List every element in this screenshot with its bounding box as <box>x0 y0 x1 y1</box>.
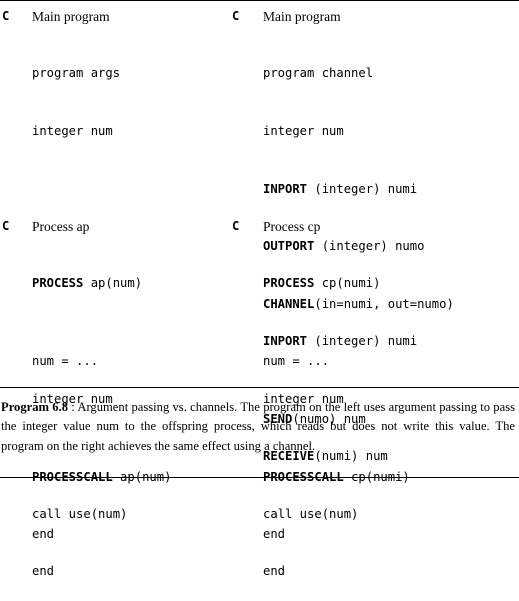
comment-marker: C <box>232 9 240 23</box>
code-line: RECEIVE(numi) num <box>263 447 417 466</box>
code-line: PROCESS cp(numi) <box>263 274 417 293</box>
caption-text: : Argument passing vs. channels. The pro… <box>1 400 515 453</box>
code-keyword: RECEIVE <box>263 449 315 464</box>
code-line: INPORT (integer) numi <box>263 332 417 351</box>
code-line: INPORT (integer) numi <box>263 180 454 199</box>
code-rest: (integer) numo <box>314 239 425 254</box>
comment-text: Process cp <box>263 219 321 234</box>
code-keyword: OUTPORT <box>263 239 315 254</box>
code-rest: ap(num) <box>83 276 143 291</box>
code-rest: (integer) numi <box>307 181 418 196</box>
code-keyword: CHANNEL <box>263 296 315 311</box>
code-line: num = ... <box>32 354 99 369</box>
code-rest: (numo) num <box>292 411 366 426</box>
comment-marker: C <box>232 219 240 233</box>
code-line: integer num <box>263 391 344 406</box>
caption-top-rule <box>0 387 519 388</box>
code-line: SEND(numo) num <box>263 410 454 429</box>
code-line: program channel <box>263 66 374 81</box>
code-line: num = ... <box>263 354 330 369</box>
code-keyword: INPORT <box>263 334 308 348</box>
code-keyword: PROCESS <box>263 276 315 291</box>
code-line: integer num <box>32 124 113 138</box>
code-line: integer num <box>263 124 344 138</box>
code-rest: (integer) numi <box>307 334 418 348</box>
code-keyword: PROCESS <box>32 276 84 291</box>
code-line: PROCESS ap(num) <box>32 274 142 293</box>
code-line: call use(num) <box>32 506 128 521</box>
comment-text: Process ap <box>32 219 90 234</box>
code-keyword: INPORT <box>263 181 308 196</box>
code-line: program args <box>32 66 121 81</box>
code-line: end <box>32 564 55 579</box>
code-line: integer num <box>32 391 113 406</box>
comment-marker: C <box>2 219 10 233</box>
code-line <box>32 180 171 199</box>
code-line: call use(num) <box>263 506 359 521</box>
figure-caption: Program 6.8 : Argument passing vs. chann… <box>1 398 515 456</box>
code-keyword: SEND <box>263 411 293 426</box>
caption-label: Program 6.8 <box>1 400 69 414</box>
comment-text: Main program <box>263 9 341 24</box>
code-line: CHANNEL(in=numi, out=numo) <box>263 295 454 314</box>
comment-text: Main program <box>32 9 110 24</box>
code-rest: cp(numi) <box>314 276 381 291</box>
code-line: OUTPORT (integer) numo <box>263 237 454 256</box>
comment-marker: C <box>2 9 10 23</box>
top-rule <box>0 0 519 1</box>
code-line <box>32 332 142 351</box>
code-rest: (in=numi, out=numo) <box>314 296 454 311</box>
bottom-rule <box>0 477 519 478</box>
code-line: end <box>263 564 286 579</box>
code-rest: (numi) num <box>314 449 388 464</box>
